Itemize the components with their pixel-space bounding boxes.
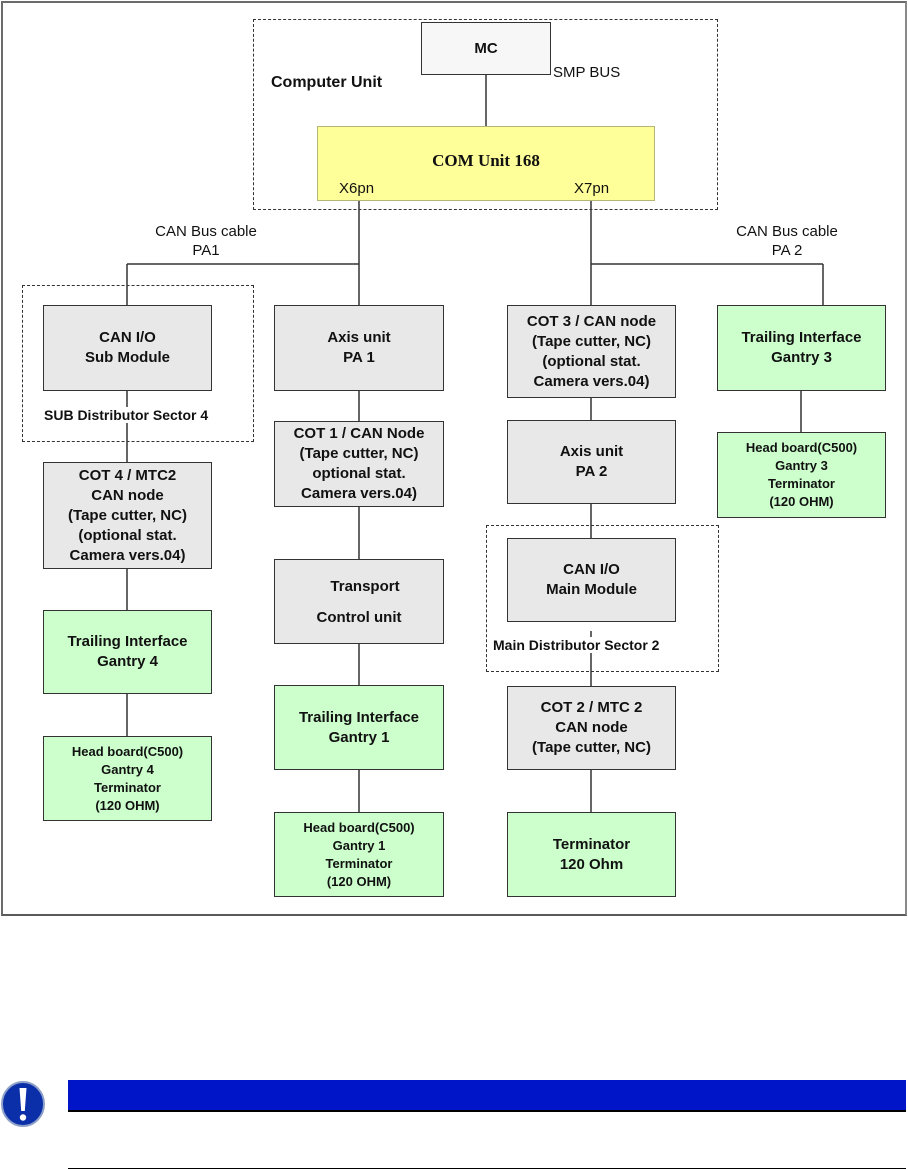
line: Head board(C500) [71,743,184,759]
line: Sub Module [85,349,170,366]
line: COT 1 / CAN Node [293,425,425,442]
can-bus-pa1-label: CAN Bus cable PA1 [136,222,276,260]
line: Camera vers.04) [533,372,650,390]
line: Trailing Interface [741,329,862,346]
line: Trailing Interface [67,633,188,650]
line: Gantry 1 [328,728,390,746]
line: Transport [330,577,400,595]
line: Terminator [768,476,835,491]
node-trailing-gantry-3[interactable]: Trailing Interface Gantry 3 [717,305,886,391]
node-cot1[interactable]: COT 1 / CAN Node (Tape cutter, NC) optio… [274,421,444,507]
can-bus-pa2-line2: PA 2 [771,242,803,259]
node-trailing-gantry-1[interactable]: Trailing Interface Gantry 1 [274,685,444,770]
line: Trailing Interface [298,708,420,726]
line: (Tape cutter, NC) [532,739,651,756]
line: COT 2 / MTC 2 [540,699,643,716]
line: 120 Ohm [559,855,624,873]
line: PA 1 [343,349,375,366]
node-can-io-main[interactable]: CAN I/O Main Module [507,538,676,622]
port-x6pn: X6pn [339,180,375,197]
node-cot3[interactable]: COT 3 / CAN node (Tape cutter, NC) (opti… [507,305,676,398]
group-main-distributor [486,525,719,672]
line: optional stat. [312,465,406,482]
line: Control unit [316,608,402,626]
line: (Tape cutter, NC) [532,332,651,350]
can-bus-pa2-line1: CAN Bus cable [736,223,838,240]
node-head-board-gantry-4[interactable]: Head board(C500) Gantry 4 Terminator (12… [43,736,212,821]
line: Gantry 1 [332,837,386,853]
line: Gantry 3 [775,458,828,473]
group-label-main-distributor: Main Distributor Sector 2 [493,637,660,653]
line: CAN node [555,719,628,736]
line: (optional stat. [542,352,641,370]
notice-bottom-rule [68,1168,906,1169]
line: Terminator [94,779,161,795]
node-cot4[interactable]: COT 4 / MTC2 CAN node (Tape cutter, NC) … [43,462,212,569]
node-transport-control-unit[interactable]: Transport Control unit [274,559,444,644]
group-label-computer-unit: Computer Unit [271,74,383,91]
line: CAN node [91,486,164,504]
node-com-unit-label: COM Unit 168 [432,150,540,170]
line: (Tape cutter, NC) [299,445,419,462]
notice-header-bar [68,1080,906,1112]
can-bus-pa1-line1: CAN Bus cable [155,223,257,240]
node-mc-label: MC [474,39,498,57]
diagram-frame [1,1,907,916]
port-x7pn: X7pn [574,180,610,197]
line: CAN I/O [563,561,620,578]
can-bus-pa1-line2: PA1 [192,242,220,259]
line: Camera vers.04) [301,485,417,502]
node-cot2[interactable]: COT 2 / MTC 2 CAN node (Tape cutter, NC) [507,686,676,770]
line: PA 2 [575,463,608,480]
line: Head board(C500) [303,819,415,835]
line: Head board(C500) [745,440,858,455]
line: Axis unit [327,329,391,346]
node-head-board-gantry-1[interactable]: Head board(C500) Gantry 1 Terminator (12… [274,812,444,897]
smp-bus-label: SMP BUS [553,64,621,81]
line: Axis unit [559,443,624,460]
node-trailing-gantry-4[interactable]: Trailing Interface Gantry 4 [43,610,212,694]
line: (120 OHM) [95,797,160,813]
line: COT 4 / MTC2 [78,466,177,484]
line: Terminator [325,855,393,871]
line: (Tape cutter, NC) [68,506,187,524]
line: Gantry 4 [97,653,158,670]
node-can-io-sub[interactable]: CAN I/O Sub Module [43,305,212,391]
can-bus-pa2-label: CAN Bus cable PA 2 [717,222,857,260]
line: Gantry 4 [101,761,154,777]
node-mc[interactable]: MC [421,22,551,75]
line: CAN I/O [99,329,156,346]
node-axis-unit-pa1[interactable]: Axis unit PA 1 [274,305,444,391]
line: Terminator [552,835,631,853]
node-com-unit[interactable]: COM Unit 168 [317,126,655,201]
group-label-sub-distributor: SUB Distributor Sector 4 [44,407,209,423]
group-sub-distributor [22,285,254,442]
exclamation-icon [1,1081,45,1127]
line: Camera vers.04) [69,546,186,564]
connection-lines [126,74,824,812]
node-axis-unit-pa2[interactable]: Axis unit PA 2 [507,420,676,504]
line: Gantry 3 [771,349,832,366]
line: COT 3 / CAN node [526,312,657,330]
line: (120 OHM) [769,494,834,509]
node-head-board-gantry-3[interactable]: Head board(C500) Gantry 3 Terminator (12… [717,432,886,518]
line: Main Module [546,581,637,598]
line: (optional stat. [78,526,177,544]
group-computer-unit [253,19,718,210]
node-terminator-120-ohm[interactable]: Terminator 120 Ohm [507,812,676,897]
line: (120 OHM) [326,873,392,889]
